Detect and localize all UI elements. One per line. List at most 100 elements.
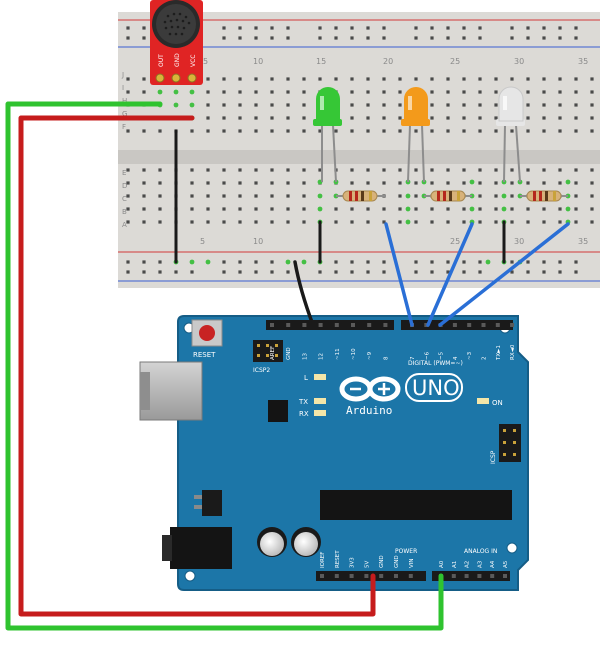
row-letter: F <box>122 123 126 131</box>
wire-vcc-to-5v <box>18 115 376 617</box>
column-number: 35 <box>578 237 588 246</box>
icsp-header <box>499 424 521 462</box>
resistor-2 <box>424 190 472 202</box>
column-number: 30 <box>514 57 524 66</box>
power-label: POWER <box>395 548 417 555</box>
mic-pin-label-vcc: VCC <box>190 55 197 67</box>
analog-pin-label: A2 <box>465 561 471 568</box>
column-number: 10 <box>253 57 263 66</box>
row-letters: J I H G F E D C B A <box>121 71 127 229</box>
wires <box>5 101 570 631</box>
reset-button-cap[interactable] <box>199 325 215 341</box>
power-pin-label: 5V <box>364 561 370 568</box>
digital-pin-label: 8 <box>383 356 389 360</box>
icsp-label: ICSP <box>490 450 497 464</box>
row-letter: A <box>122 221 127 229</box>
wire-led3-to-d5 <box>438 222 570 327</box>
power-pin-label: GND <box>379 555 385 568</box>
tx-led-label: TX <box>298 398 308 406</box>
digital-pin-label: ~3 <box>467 351 473 360</box>
wire-out-to-a0 <box>5 101 444 631</box>
power-pin-label: RESET <box>335 550 341 568</box>
digital-pin-label: RX◄0 <box>510 344 516 360</box>
dc-power-jack <box>170 527 232 569</box>
on-led <box>477 398 489 404</box>
on-led-label: ON <box>492 399 503 407</box>
mic-pin-gnd <box>171 73 181 83</box>
column-number: 25 <box>450 237 460 246</box>
resistor-1 <box>336 190 386 202</box>
wire-led2-to-d6 <box>426 222 474 327</box>
breadboard-jumpers <box>174 129 506 264</box>
column-number: 10 <box>253 237 263 246</box>
analog-label: ANALOG IN <box>464 548 497 555</box>
analog-pin-label: A1 <box>452 561 458 568</box>
l-led <box>314 374 326 380</box>
column-number: 15 <box>316 57 326 66</box>
power-pin-labels: IOREF RESET 3V3 5V GND GND VIN <box>320 550 415 568</box>
reset-label: RESET <box>193 351 216 359</box>
column-number: 35 <box>578 57 588 66</box>
power-pin-label: 3V3 <box>350 557 356 568</box>
digital-pin-label: ~10 <box>351 348 357 360</box>
row-letter: J <box>121 71 124 79</box>
analog-pin-label: A0 <box>439 560 445 568</box>
digital-pin-label: ~6 <box>424 351 430 360</box>
mic-pin-label-gnd: GND <box>174 53 181 67</box>
wire-gnd-to-arduino <box>293 260 315 327</box>
row-letter: E <box>122 169 126 177</box>
power-pin-label: VIN <box>409 559 415 569</box>
row-letter: D <box>122 182 127 190</box>
analog-header <box>432 571 510 581</box>
mic-pin-out <box>155 73 165 83</box>
column-number: 5 <box>200 237 205 246</box>
logo-text: Arduino <box>346 404 392 417</box>
led-white <box>496 86 525 183</box>
digital-pin-label: 12 <box>319 353 325 360</box>
digital-pin-label: ~5 <box>439 351 445 360</box>
power-pin-label: IOREF <box>320 552 326 568</box>
digital-pin-label: ~11 <box>335 348 341 360</box>
breadboard: 5 10 15 20 25 30 35 5 10 25 30 35 J I H … <box>118 12 600 288</box>
digital-label: DIGITAL (PWM=~) <box>408 360 463 367</box>
digital-header <box>266 320 515 330</box>
column-number: 25 <box>450 57 460 66</box>
digital-pin-label: 2 <box>482 357 488 361</box>
column-numbers: 5 10 15 20 25 30 35 5 10 25 30 35 <box>200 57 588 246</box>
model-text: UNO <box>412 376 460 400</box>
row-letter: B <box>122 208 127 216</box>
rx-led <box>314 410 326 416</box>
center-channel <box>118 150 600 164</box>
icsp2-label: ICSP2 <box>253 367 270 374</box>
row-letter: I <box>122 84 124 92</box>
digital-pin-label: AREF <box>270 346 276 360</box>
led-green <box>313 87 342 183</box>
row-letter: C <box>122 195 127 203</box>
digital-pin-label: GND <box>286 347 292 360</box>
icsp2-header <box>253 340 283 362</box>
row-letter: G <box>122 110 127 118</box>
power-pin-label: GND <box>394 555 400 568</box>
resistor-3 <box>520 190 568 202</box>
usb-connector <box>139 361 203 421</box>
tx-led <box>314 398 326 404</box>
analog-pin-label: A5 <box>503 560 509 568</box>
voltage-regulator <box>202 490 222 516</box>
arduino-logo-icon <box>339 376 401 402</box>
usb-chip <box>268 400 288 422</box>
column-number: 30 <box>514 237 524 246</box>
digital-pin-label: 7 <box>410 356 416 360</box>
digital-pin-label: TX►1 <box>496 345 502 361</box>
digital-pin-label: 13 <box>302 353 308 360</box>
column-number: 20 <box>383 57 393 66</box>
arduino-board <box>177 315 529 591</box>
analog-pin-label: A3 <box>477 560 483 568</box>
digital-pin-label: 4 <box>453 356 459 360</box>
led-orange <box>401 87 430 183</box>
mounting-hole <box>184 570 196 582</box>
microcontroller-chip <box>320 490 512 520</box>
wire-led1-to-d7 <box>384 222 414 327</box>
